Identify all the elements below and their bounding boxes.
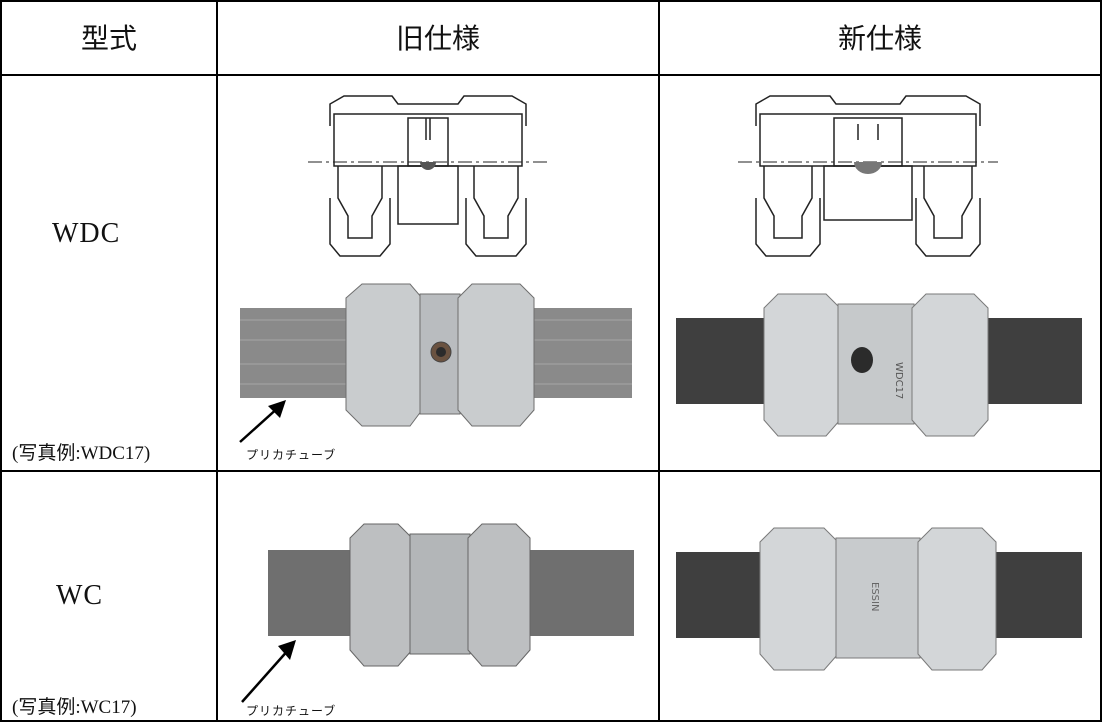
cross-section-drawing-new [738,95,998,257]
cross-section-drawing-old [308,95,548,257]
body-marking-wc: ESSIN [869,582,880,611]
tube-label-wdc: プリカチューブ [246,448,337,462]
photo-caption-wc: (写真例:WC17) [12,697,137,718]
table-border-row1 [0,470,1102,472]
header-model: 型式 [80,22,137,55]
table-border-top [0,0,1102,2]
table-border-left [0,0,2,722]
body-marking-wdc: WDC17 [893,362,904,399]
model-wc: WC [56,580,104,611]
table-border-header [0,74,1102,76]
connector-photo-wdc-old [240,283,632,427]
connector-photo-wdc-new: WDC17 [676,293,1082,437]
connector-photo-wc-old [268,523,634,667]
arrow-icon-wc [241,640,296,703]
table-border-right [1100,0,1102,722]
arrow-icon-wdc [239,400,286,443]
connector-photo-wc-new: ESSIN [676,527,1082,671]
table-border-col1 [216,0,218,722]
header-new-spec: 新仕様 [837,22,922,55]
tube-label-wc: プリカチューブ [246,704,337,718]
table-border-col2 [658,0,660,722]
table-border-bottom [0,720,1102,722]
photo-caption-wdc: (写真例:WDC17) [12,443,151,464]
model-wdc: WDC [52,218,121,249]
header-old-spec: 旧仕様 [395,22,480,55]
